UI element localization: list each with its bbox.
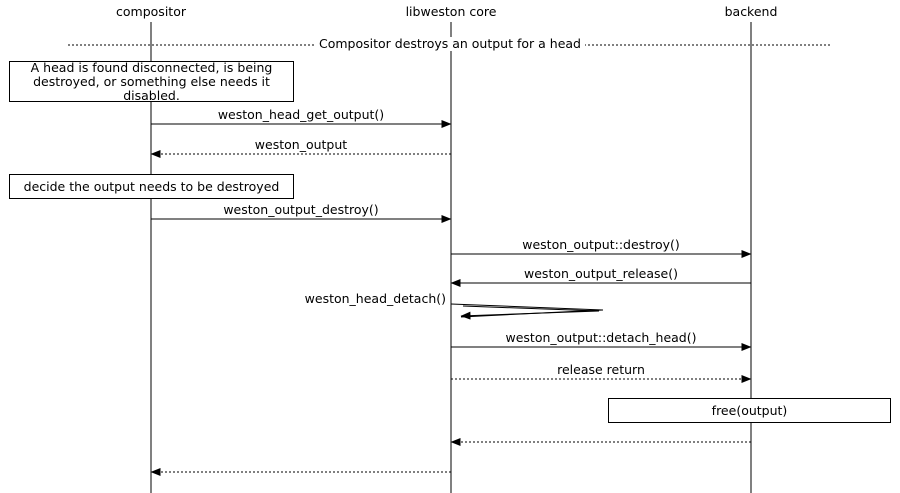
message-label-msg-weston-head-detach: weston_head_detach() bbox=[301, 292, 449, 306]
note-head-disconnected-text: A head is found disconnected, is being d… bbox=[30, 59, 273, 103]
divider-label: Compositor destroys an output for a head bbox=[315, 37, 585, 51]
message-label-msg-weston-output-destroy-vfunc: weston_output::destroy() bbox=[519, 238, 683, 252]
message-label-msg-weston-output-destroy: weston_output_destroy() bbox=[220, 203, 382, 217]
message-label-msg-weston-output-detach-head: weston_output::detach_head() bbox=[502, 331, 700, 345]
arrows-group bbox=[150, 120, 752, 476]
participant-label-backend: backend bbox=[724, 4, 778, 19]
participant-label-libweston-core: libweston core bbox=[405, 4, 497, 19]
msg-weston-head-detach-ret-top bbox=[462, 305, 600, 312]
msg-weston-head-detach-ret-bottom bbox=[460, 310, 600, 320]
message-label-msg-weston-head-get-output: weston_head_get_output() bbox=[214, 108, 388, 122]
message-label-msg-weston-output-release: weston_output_release() bbox=[521, 267, 681, 281]
note-decide-destroy: decide the output needs to be destroyed bbox=[9, 174, 294, 199]
participant-label-compositor: compositor bbox=[116, 4, 186, 19]
note-head-disconnected: A head is found disconnected, is being d… bbox=[9, 59, 294, 103]
message-label-msg-release-return: release return bbox=[554, 363, 648, 377]
note-decide-destroy-text: decide the output needs to be destroyed bbox=[23, 178, 280, 194]
note-free-output-text: free(output) bbox=[711, 402, 788, 418]
message-label-msg-weston-output-return: weston_output bbox=[251, 138, 351, 152]
note-free-output: free(output) bbox=[608, 398, 891, 423]
msg-weston-head-detach-out-top bbox=[450, 303, 604, 311]
